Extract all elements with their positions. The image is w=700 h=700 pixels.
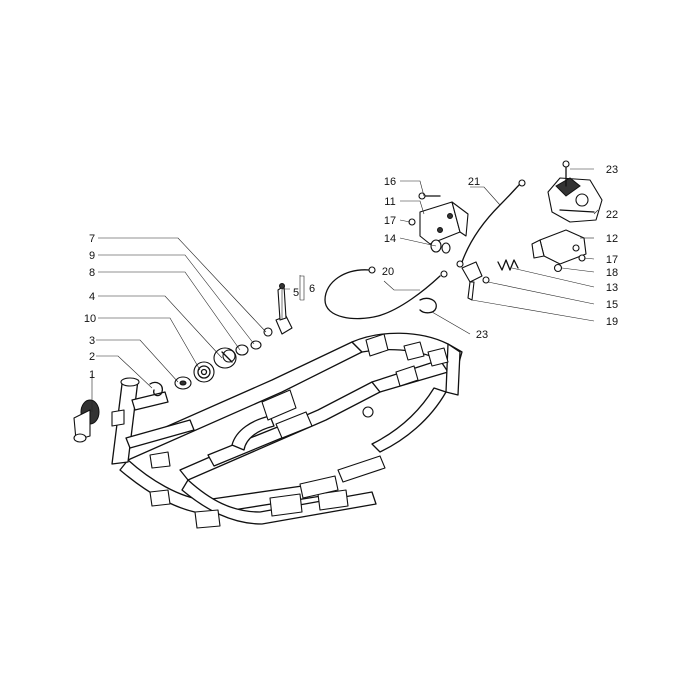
callout-10: 10 (84, 313, 96, 325)
callout-23-bottom: 23 (476, 329, 488, 341)
part-23-clamp-ring (419, 297, 437, 314)
part-5-lock-bolt (275, 283, 293, 335)
part-22-lock-body (547, 177, 603, 223)
part-1-bushing (73, 399, 100, 443)
part-4-cup (213, 347, 237, 369)
callout-5: 5 (293, 287, 299, 299)
part-21-cable (456, 179, 526, 268)
part-13-spring (497, 259, 519, 271)
callout-3: 3 (89, 335, 95, 347)
callout-19: 19 (606, 316, 618, 328)
callout-23-top: 23 (606, 164, 618, 176)
callout-22: 22 (606, 209, 618, 221)
callout-9: 9 (89, 250, 95, 262)
callout-18: 18 (606, 267, 618, 279)
part-8-ring (235, 344, 249, 356)
part-12-latch (531, 229, 587, 265)
callout-17-left: 17 (384, 215, 396, 227)
part-18-washer (553, 263, 563, 273)
callout-12: 12 (606, 233, 618, 245)
callout-6: 6 (309, 283, 315, 295)
part-10-spring (193, 361, 215, 383)
part-7-nut (263, 327, 273, 337)
part-2-clip (149, 381, 163, 397)
scooter-frame (111, 332, 463, 529)
callout-1: 1 (89, 369, 95, 381)
part-14-clip (430, 239, 451, 254)
callout-labels: 1 2 3 4 5 6 7 8 9 10 11 12 13 14 15 16 1… (84, 164, 618, 381)
callout-16: 16 (384, 176, 396, 188)
part-11-bracket (419, 201, 469, 245)
callout-14: 14 (384, 233, 396, 245)
callout-21: 21 (468, 176, 480, 188)
part-20-cable (324, 266, 448, 320)
callout-bracket (300, 275, 305, 301)
leader-lines (91, 168, 599, 412)
callout-20: 20 (382, 266, 394, 278)
part-3-bearing (174, 376, 192, 390)
part-15-washer (482, 276, 490, 284)
callout-11: 11 (384, 196, 395, 208)
callout-8: 8 (89, 267, 95, 279)
callout-2: 2 (89, 351, 95, 363)
callout-15: 15 (606, 299, 618, 311)
part-16-screw (418, 192, 441, 200)
callout-17-right: 17 (606, 254, 618, 266)
part-19-lever (461, 261, 483, 301)
part-23-screw (562, 160, 570, 187)
callout-4: 4 (89, 291, 95, 303)
callout-13: 13 (606, 282, 618, 294)
callout-7: 7 (89, 233, 95, 245)
